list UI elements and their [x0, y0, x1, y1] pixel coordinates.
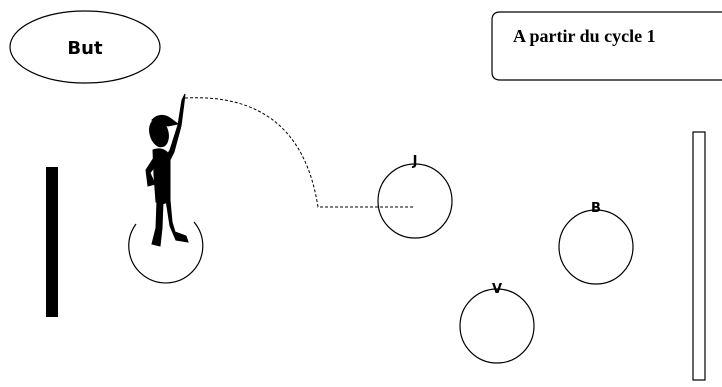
goal-group: But [9, 10, 161, 84]
circle-v-group: V [459, 282, 535, 364]
trajectory-path [184, 97, 414, 208]
player-circle [128, 221, 204, 284]
circle-b [558, 209, 634, 285]
circle-b-label: B [591, 201, 601, 216]
cycle-box [491, 11, 722, 81]
player-figure [145, 93, 189, 247]
circle-b-group: B [558, 201, 634, 285]
left-bar [46, 167, 58, 317]
circle-v [459, 288, 535, 364]
goal-ellipse [9, 10, 161, 84]
circle-v-label: V [492, 282, 502, 297]
right-bar [692, 131, 706, 381]
circle-j [377, 163, 453, 239]
player-leg-right [165, 199, 189, 243]
player-arm-hip [145, 154, 159, 187]
cycle-box-text: A partir du cycle 1 [513, 26, 656, 46]
player-cap [151, 114, 180, 127]
circle-j-label: J [412, 154, 418, 169]
goal-label: But [67, 38, 103, 59]
circle-j-group: J [377, 154, 453, 239]
cycle-box-group: A partir du cycle 1 [491, 11, 722, 81]
player-leg-left [151, 199, 164, 247]
